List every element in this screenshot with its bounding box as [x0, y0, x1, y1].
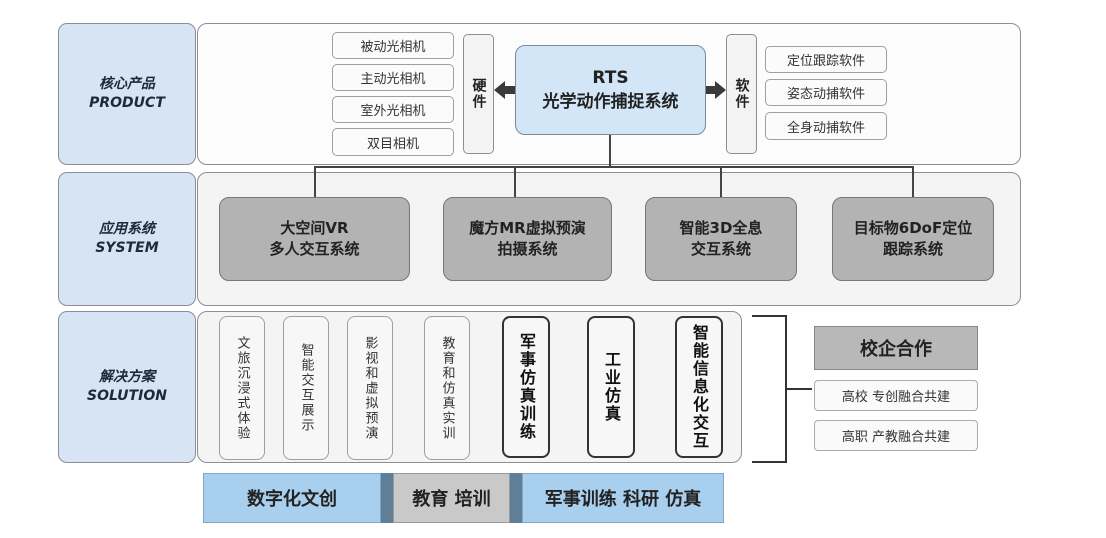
software-tag: 软件 — [726, 34, 757, 154]
rts-core-box: RTS 光学动作捕捉系统 — [515, 45, 706, 135]
software-item-3: 全身动捕软件 — [765, 112, 887, 140]
row-label-solution-cn: 解决方案 — [99, 369, 155, 385]
cooperation-item-1: 高校 专创融合共建 — [814, 380, 978, 411]
connector-drop-1 — [314, 166, 316, 198]
bottom-segment-3: 军事训练 科研 仿真 — [522, 473, 724, 523]
system-box-2: 魔方MR虚拟预演 拍摄系统 — [443, 197, 612, 281]
row-label-solution: 解决方案 SOLUTION — [58, 311, 196, 463]
software-item-2: 姿态动捕软件 — [765, 79, 887, 106]
hardware-item-1: 被动光相机 — [332, 32, 454, 59]
cooperation-title: 校企合作 — [814, 326, 978, 370]
system-box-1-line1: 大空间VR — [280, 219, 349, 237]
software-item-1: 定位跟踪软件 — [765, 46, 887, 73]
solution-item-1: 文旅沉浸式体验 — [219, 316, 265, 460]
cooperation-item-2: 高职 产教融合共建 — [814, 420, 978, 451]
system-box-3-line1: 智能3D全息 — [679, 219, 763, 237]
row-label-system: 应用系统 SYSTEM — [58, 172, 196, 306]
connector-core-down — [609, 135, 611, 167]
solution-item-3: 影视和虚拟预演 — [347, 316, 393, 460]
bottom-divider-2 — [510, 473, 522, 523]
system-box-1-line2: 多人交互系统 — [269, 240, 360, 258]
connector-drop-2 — [514, 166, 516, 198]
hardware-item-3: 室外光相机 — [332, 96, 454, 123]
solution-item-4: 教育和仿真实训 — [424, 316, 470, 460]
hardware-item-4: 双目相机 — [332, 128, 454, 156]
row-label-product: 核心产品 PRODUCT — [58, 23, 196, 165]
system-box-3-line2: 交互系统 — [690, 240, 751, 258]
hardware-tag: 硬件 — [463, 34, 494, 154]
system-box-4: 目标物6DoF定位 跟踪系统 — [832, 197, 994, 281]
arrow-left-icon — [494, 81, 518, 99]
rts-title: RTS — [592, 68, 629, 88]
system-box-1: 大空间VR 多人交互系统 — [219, 197, 410, 281]
bottom-segment-1: 数字化文创 — [203, 473, 381, 523]
bottom-segment-2: 教育 培训 — [393, 473, 510, 523]
system-box-4-line2: 跟踪系统 — [882, 240, 943, 258]
row-label-product-en: PRODUCT — [89, 95, 165, 111]
solution-item-7: 智能信息化交互 — [675, 316, 723, 458]
rts-subtitle: 光学动作捕捉系统 — [542, 92, 679, 112]
hardware-item-2: 主动光相机 — [332, 64, 454, 91]
row-label-product-cn: 核心产品 — [99, 76, 155, 92]
system-box-2-line2: 拍摄系统 — [497, 240, 558, 258]
system-box-2-line1: 魔方MR虚拟预演 — [469, 219, 586, 237]
connector-drop-3 — [720, 166, 722, 198]
connector-drop-4 — [912, 166, 914, 198]
bottom-divider-1 — [381, 473, 393, 523]
arrow-right-icon — [702, 81, 726, 99]
row-label-system-cn: 应用系统 — [99, 221, 155, 237]
solution-item-6: 工业仿真 — [587, 316, 635, 458]
solution-item-5: 军事仿真训练 — [502, 316, 550, 458]
system-box-4-line1: 目标物6DoF定位 — [853, 219, 973, 237]
row-label-solution-en: SOLUTION — [87, 388, 167, 404]
row-label-system-en: SYSTEM — [95, 240, 159, 256]
bracket-icon — [752, 315, 812, 463]
solution-item-2: 智能交互展示 — [283, 316, 329, 460]
connector-horizontal — [314, 166, 914, 168]
system-box-3: 智能3D全息 交互系统 — [645, 197, 797, 281]
